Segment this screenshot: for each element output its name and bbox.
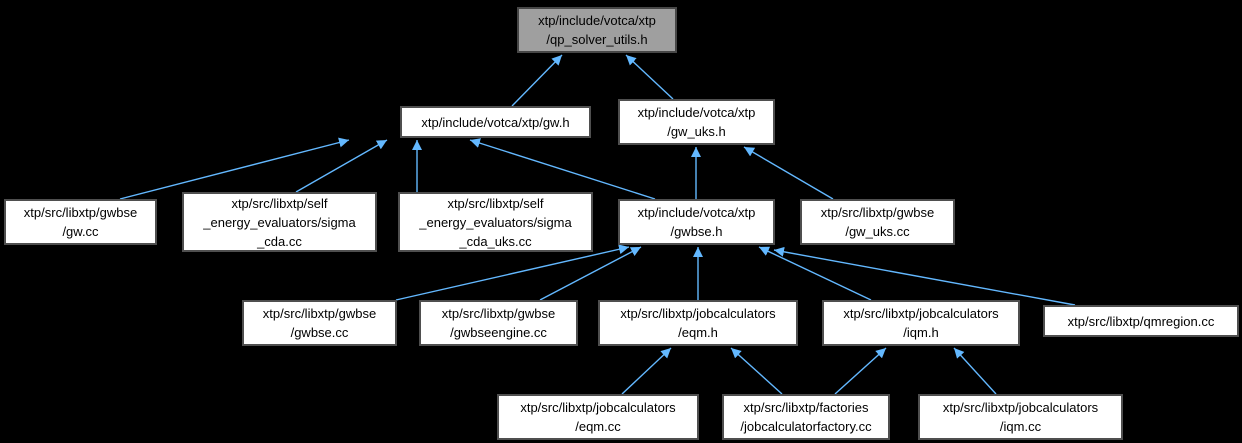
node-iqm-h[interactable]: xtp/src/libxtp/jobcalculators /iqm.h bbox=[822, 300, 1020, 346]
edge-gwbse_h-to-gw_h bbox=[469, 138, 656, 200]
node-sigma-cda-uks-cc[interactable]: xtp/src/libxtp/self _energy_evaluators/s… bbox=[398, 192, 593, 252]
node-gw-h[interactable]: xtp/include/votca/xtp/gw.h bbox=[400, 106, 591, 138]
node-eqm-cc[interactable]: xtp/src/libxtp/jobcalculators /eqm.cc bbox=[497, 394, 699, 440]
edge-iqm_h-to-gwbse_h bbox=[758, 246, 872, 301]
edge-iqm_cc-to-iqm_h bbox=[953, 347, 997, 395]
node-qp-solver-utils-h: xtp/include/votca/xtp /qp_solver_utils.h bbox=[517, 7, 677, 53]
node-gw-uks-h[interactable]: xtp/include/votca/xtp /gw_uks.h bbox=[618, 99, 775, 145]
node-gwbseengine-cc[interactable]: xtp/src/libxtp/gwbse /gwbseengine.cc bbox=[419, 300, 578, 346]
edge-jobcalculatorfactory_cc-to-eqm_h bbox=[730, 347, 783, 395]
node-eqm-h[interactable]: xtp/src/libxtp/jobcalculators /eqm.h bbox=[598, 300, 798, 346]
node-gwbse-h[interactable]: xtp/include/votca/xtp /gwbse.h bbox=[618, 199, 775, 245]
node-gw-cc[interactable]: xtp/src/libxtp/gwbse /gw.cc bbox=[4, 199, 157, 245]
node-iqm-cc[interactable]: xtp/src/libxtp/jobcalculators /iqm.cc bbox=[918, 394, 1123, 440]
node-gwbse-cc[interactable]: xtp/src/libxtp/gwbse /gwbse.cc bbox=[242, 300, 397, 346]
node-gw-uks-cc[interactable]: xtp/src/libxtp/gwbse /gw_uks.cc bbox=[800, 199, 955, 245]
edge-gwbseengine_cc-to-gwbse_h bbox=[539, 246, 642, 301]
edge-jobcalculatorfactory_cc-to-iqm_h bbox=[834, 347, 887, 395]
edge-qmregion_cc-to-gwbse_h bbox=[773, 246, 1076, 306]
node-sigma-cda-cc[interactable]: xtp/src/libxtp/self _energy_evaluators/s… bbox=[182, 192, 377, 252]
edge-sigma_cda_cc-to-gw_h bbox=[295, 139, 388, 193]
edge-gw_uks_h-to-qp_solver_utils_h bbox=[625, 54, 674, 100]
node-jobcalculatorfactory-cc[interactable]: xtp/src/libxtp/factories /jobcalculatorf… bbox=[722, 394, 890, 440]
edge-gw_cc-to-gw_h bbox=[119, 137, 350, 200]
node-qmregion-cc[interactable]: xtp/src/libxtp/qmregion.cc bbox=[1043, 305, 1239, 337]
edge-gwbse_cc-to-gwbse_h bbox=[395, 244, 630, 301]
edge-eqm_cc-to-eqm_h bbox=[621, 347, 672, 395]
edge-gw_h-to-qp_solver_utils_h bbox=[511, 54, 563, 107]
edge-gw_uks_cc-to-gw_uks_h bbox=[743, 146, 834, 200]
